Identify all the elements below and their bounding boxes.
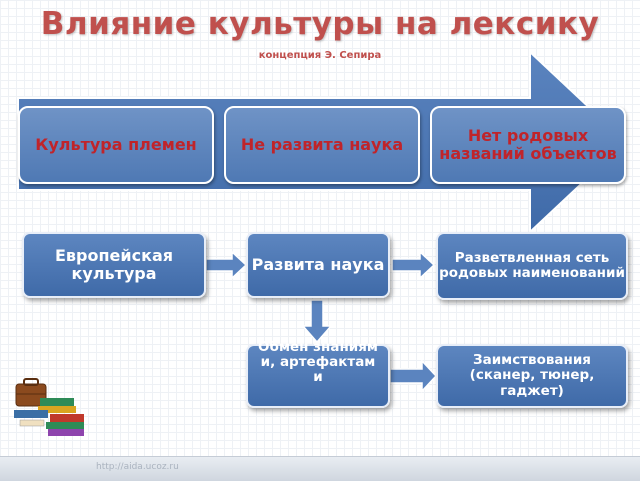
box-tribe-culture: Культура племен: [18, 106, 214, 184]
box-european-culture: Европейская культура: [22, 232, 206, 298]
box-borrowings: Заимствования (сканер, тюнер, гаджет): [436, 344, 628, 408]
box-science-developed-label: Развита наука: [251, 255, 385, 275]
box-generic-names-network-label: Разветвленная сеть родовых наименований: [439, 249, 625, 281]
box-science-undeveloped: Не развита наука: [224, 106, 420, 184]
box-science-undeveloped-label: Не развита наука: [240, 135, 404, 155]
arrow-europe-to-science: [205, 250, 248, 280]
box-borrowings-label: Заимствования (сканер, тюнер, гаджет): [469, 352, 595, 399]
books-briefcase-icon: [14, 378, 84, 436]
box-science-developed: Развита наука: [246, 232, 390, 298]
footer-bar: [0, 456, 640, 481]
box-no-generic-names: Нет родовых названий объектов: [430, 106, 626, 184]
box-no-generic-names-label: Нет родовых названий объектов: [439, 126, 617, 163]
box-knowledge-exchange-label: Обмен знаниями, артефактами: [258, 339, 378, 386]
slide-title: Влияние культуры на лексику: [40, 6, 600, 42]
box-tribe-culture-label: Культура племен: [35, 135, 197, 155]
arrow-exchange-to-borrowing: [389, 359, 438, 393]
arrow-science-to-exchange: [301, 299, 333, 344]
arrow-science-to-network: [391, 250, 436, 280]
box-generic-names-network: Разветвленная сеть родовых наименований: [436, 232, 628, 300]
slide-subtitle: концепция Э. Сепира: [258, 50, 382, 61]
footer-url: http://aida.ucoz.ru: [96, 462, 179, 472]
box-european-culture-label: Европейская культура: [54, 246, 174, 283]
box-knowledge-exchange: Обмен знаниями, артефактами: [246, 339, 390, 408]
